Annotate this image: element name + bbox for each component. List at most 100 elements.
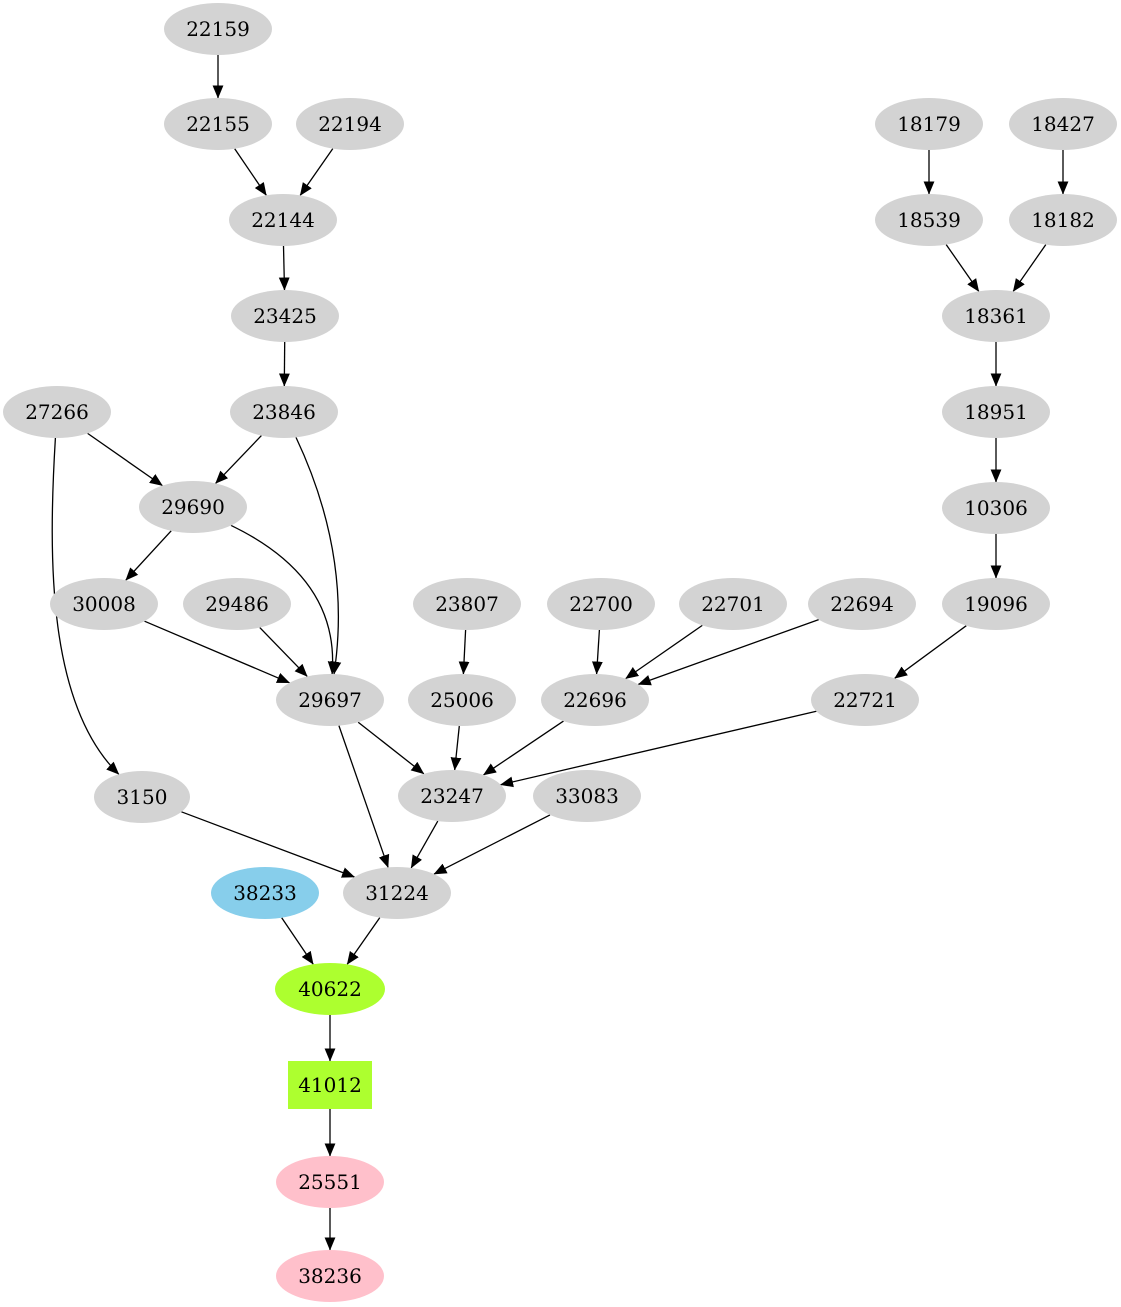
node-25006: 25006 — [408, 674, 516, 726]
node-29486: 29486 — [183, 578, 291, 630]
edge-18539-18361 — [945, 244, 980, 292]
node-shape-38233 — [211, 867, 319, 919]
node-label-22694: 22694 — [830, 592, 894, 616]
node-3150: 3150 — [94, 771, 190, 823]
edge-29486-29697 — [259, 627, 308, 677]
node-label-18951: 18951 — [964, 400, 1028, 424]
node-label-19096: 19096 — [964, 592, 1028, 616]
node-label-23846: 23846 — [252, 400, 316, 424]
node-label-22701: 22701 — [701, 592, 765, 616]
node-25551: 25551 — [276, 1156, 384, 1208]
node-shape-10306 — [942, 482, 1050, 534]
node-22694: 22694 — [808, 578, 916, 630]
node-label-29486: 29486 — [205, 592, 269, 616]
node-label-31224: 31224 — [365, 881, 429, 905]
node-shape-22721 — [811, 674, 919, 726]
edge-38233-40622 — [281, 917, 314, 965]
node-22701: 22701 — [679, 578, 787, 630]
node-22159: 22159 — [164, 3, 272, 55]
node-23425: 23425 — [231, 290, 339, 342]
node-22700: 22700 — [547, 578, 655, 630]
node-shape-31224 — [343, 867, 451, 919]
node-shape-18179 — [875, 98, 983, 150]
edge-31224-40622 — [346, 917, 381, 965]
node-label-3150: 3150 — [117, 785, 168, 809]
node-18427: 18427 — [1009, 98, 1117, 150]
edge-23247-31224 — [410, 820, 439, 869]
edge-29697-23247 — [357, 721, 425, 775]
node-38236: 38236 — [276, 1250, 384, 1302]
node-label-41012: 41012 — [298, 1073, 362, 1097]
node-31224: 31224 — [343, 867, 451, 919]
node-label-25006: 25006 — [430, 688, 494, 712]
node-label-33083: 33083 — [555, 784, 619, 808]
node-18182: 18182 — [1009, 194, 1117, 246]
node-29697: 29697 — [276, 674, 384, 726]
node-label-38233: 38233 — [233, 881, 297, 905]
node-shape-27266 — [3, 386, 111, 438]
node-label-18427: 18427 — [1031, 112, 1095, 136]
node-shape-22194 — [296, 98, 404, 150]
edge-23846-29690 — [215, 435, 262, 484]
edge-33083-31224 — [433, 814, 551, 875]
node-shape-3150 — [94, 771, 190, 823]
node-shape-23247 — [398, 770, 506, 822]
edge-23846-29697 — [295, 437, 342, 675]
node-label-40622: 40622 — [298, 977, 362, 1001]
node-18539: 18539 — [875, 194, 983, 246]
edge-22155-22144 — [234, 148, 267, 196]
node-shape-41012 — [288, 1061, 372, 1109]
node-label-23425: 23425 — [253, 304, 317, 328]
node-shape-23807 — [413, 578, 521, 630]
edge-22144-23425 — [278, 245, 290, 291]
node-18361: 18361 — [942, 290, 1050, 342]
edge-22696-23247 — [483, 720, 564, 776]
node-shape-29486 — [183, 578, 291, 630]
node-label-22194: 22194 — [318, 112, 382, 136]
node-label-18361: 18361 — [964, 304, 1028, 328]
node-shape-22144 — [229, 194, 337, 246]
node-shape-23425 — [231, 290, 339, 342]
edge-22701-22696 — [625, 624, 703, 680]
edge-23807-25006 — [458, 629, 470, 675]
edge-30008-29697 — [144, 620, 290, 684]
node-shape-40622 — [275, 963, 385, 1015]
node-shape-22701 — [679, 578, 787, 630]
node-shape-22694 — [808, 578, 916, 630]
node-shape-18539 — [875, 194, 983, 246]
node-23807: 23807 — [413, 578, 521, 630]
node-shape-23846 — [230, 386, 338, 438]
node-label-18182: 18182 — [1031, 208, 1095, 232]
node-40622: 40622 — [275, 963, 385, 1015]
node-22696: 22696 — [541, 674, 649, 726]
node-label-22721: 22721 — [833, 688, 897, 712]
edge-22194-22144 — [299, 148, 334, 196]
node-label-25551: 25551 — [298, 1170, 362, 1194]
node-41012: 41012 — [288, 1061, 372, 1109]
edge-29690-30008 — [125, 530, 172, 581]
node-33083: 33083 — [533, 770, 641, 822]
node-label-10306: 10306 — [964, 496, 1028, 520]
node-label-22144: 22144 — [251, 208, 315, 232]
node-22155: 22155 — [164, 98, 272, 150]
node-label-23807: 23807 — [435, 592, 499, 616]
node-22194: 22194 — [296, 98, 404, 150]
edge-27266-29690 — [87, 432, 163, 487]
node-30008: 30008 — [50, 578, 158, 630]
node-22721: 22721 — [811, 674, 919, 726]
node-label-23247: 23247 — [420, 784, 484, 808]
node-23846: 23846 — [230, 386, 338, 438]
node-shape-33083 — [533, 770, 641, 822]
node-shape-22700 — [547, 578, 655, 630]
node-27266: 27266 — [3, 386, 111, 438]
node-label-22696: 22696 — [563, 688, 627, 712]
node-label-38236: 38236 — [298, 1264, 362, 1288]
node-label-27266: 27266 — [25, 400, 89, 424]
node-shape-29690 — [139, 481, 247, 533]
node-shape-19096 — [942, 578, 1050, 630]
node-shape-22155 — [164, 98, 272, 150]
node-19096: 19096 — [942, 578, 1050, 630]
node-23247: 23247 — [398, 770, 506, 822]
node-shape-18182 — [1009, 194, 1117, 246]
